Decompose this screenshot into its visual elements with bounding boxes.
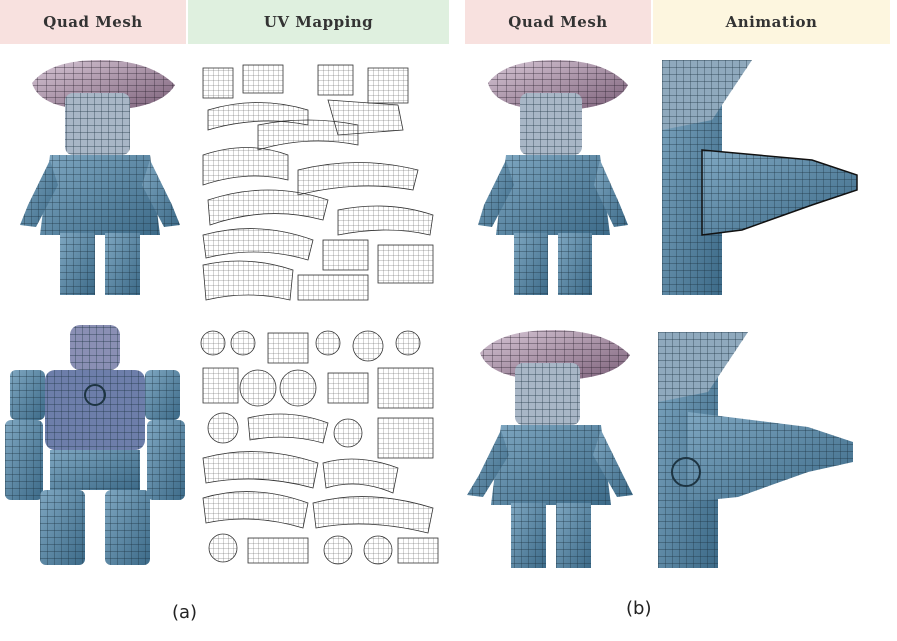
caption-b: (b) — [626, 598, 652, 619]
header-quad-mesh-a: Quad Mesh — [0, 0, 186, 44]
arm-animation-close-up-2 — [658, 332, 858, 568]
cowboy-quad-mesh-pose-1 — [470, 55, 640, 305]
robot-uv-map — [198, 328, 443, 568]
header-uv-mapping: UV Mapping — [188, 0, 449, 44]
arm-animation-close-up-1 — [662, 60, 862, 295]
robot-quad-mesh-render — [5, 320, 190, 570]
cowboy-quad-mesh-render — [10, 55, 190, 305]
cowboy-uv-map — [198, 60, 443, 305]
header-animation: Animation — [653, 0, 890, 44]
header-quad-mesh-b: Quad Mesh — [465, 0, 651, 44]
caption-a: (a) — [172, 602, 198, 623]
cowboy-quad-mesh-pose-2 — [465, 325, 645, 575]
